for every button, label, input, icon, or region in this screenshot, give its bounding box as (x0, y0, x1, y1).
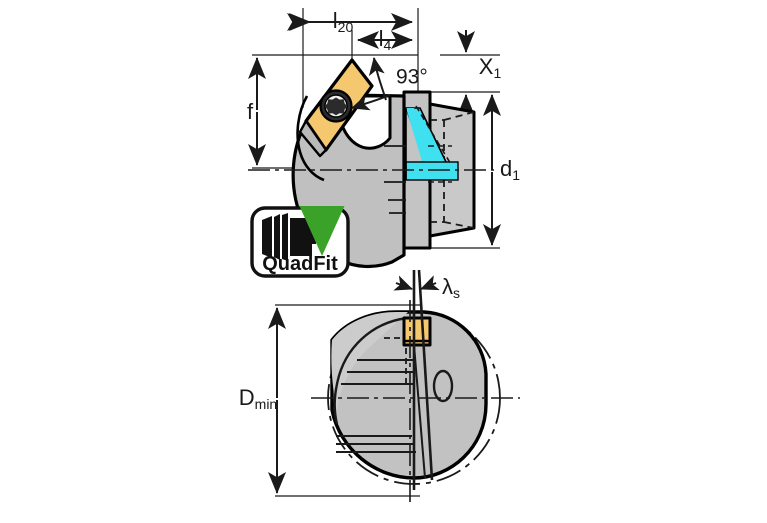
dimension-dmin: Dmin (239, 304, 420, 497)
extension-lines (252, 8, 500, 249)
centerlines-front-view (311, 300, 520, 505)
side-view: l20 l4 f (247, 8, 520, 268)
body-step-lines (384, 145, 406, 214)
down-arrow-icon (299, 206, 345, 256)
inclination-edge-lines (412, 269, 434, 490)
dim-label-l4: l4 (379, 26, 392, 53)
head-disc-body (330, 310, 488, 480)
quadfit-logo: QuadFit (250, 206, 350, 278)
dim-label-l20: l20 (333, 8, 354, 35)
dim-label-dmin: Dmin (239, 385, 277, 412)
cutting-insert (298, 58, 374, 158)
dimension-l20: l20 (287, 8, 413, 35)
dim-label-x1: X1 (479, 54, 502, 81)
entering-angle-label: 93° (396, 66, 428, 89)
logo-label: QuadFit (262, 253, 338, 275)
dimension-x1: X1 (457, 30, 502, 116)
front-view: Dmin (239, 269, 520, 505)
front-view-insert (402, 316, 432, 347)
inclination-angle-callout: λs (393, 274, 460, 301)
dimension-l4: l4 (357, 26, 413, 53)
dim-label-f: f (247, 99, 254, 124)
entering-angle-callout: 93° (351, 57, 428, 111)
dimension-f: f (247, 57, 266, 166)
dim-label-d1: d1 (500, 156, 520, 183)
clamp-screw (319, 89, 353, 123)
dim-label-lambda-s: λs (442, 274, 460, 301)
coolant-outlet-hole (432, 369, 454, 403)
coolant-channels (404, 105, 459, 183)
dimension-d1: d1 (483, 94, 520, 246)
